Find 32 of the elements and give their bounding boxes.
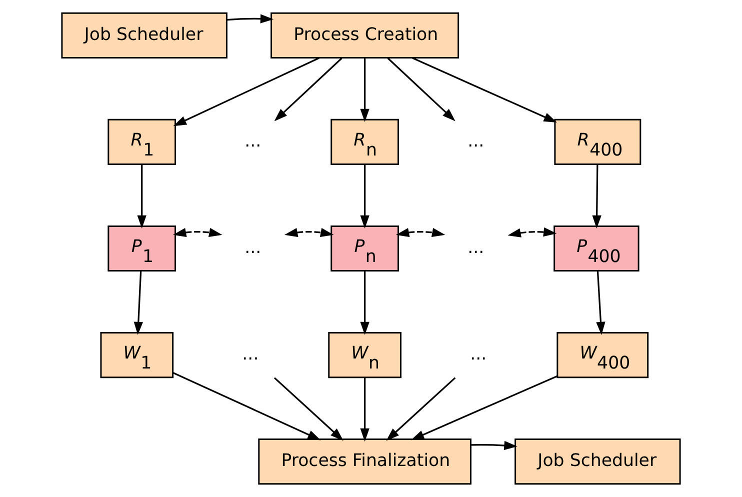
arrow	[360, 378, 370, 442]
arrow	[360, 164, 370, 229]
node-box: Job Scheduler	[514, 438, 681, 485]
arrow	[360, 58, 370, 122]
arrow	[284, 228, 334, 238]
node-text: ...	[242, 344, 259, 365]
arrow	[470, 440, 518, 450]
arrow	[410, 375, 558, 440]
arrow	[274, 58, 342, 122]
node-text: ...	[244, 132, 262, 152]
node-box: Process Creation	[270, 12, 460, 58]
node-text: ...	[244, 238, 262, 258]
arrow	[137, 164, 146, 229]
node-text: ...	[468, 132, 484, 152]
node-box: Process Finalization	[258, 438, 472, 485]
arrow	[596, 271, 606, 336]
arrow	[134, 271, 143, 336]
arrow	[360, 271, 370, 336]
arrow	[387, 58, 456, 122]
node-box: Job Scheduler	[61, 12, 228, 58]
node-text: ...	[470, 344, 487, 365]
arrow	[386, 377, 456, 441]
node-text: ...	[468, 238, 484, 258]
arrow	[172, 228, 222, 238]
arrow	[592, 164, 602, 229]
arrow	[172, 372, 321, 440]
arrow	[226, 14, 274, 24]
arrow	[173, 57, 320, 126]
arrow	[396, 228, 446, 238]
arrow	[508, 227, 557, 238]
arrow	[412, 57, 557, 123]
arrow	[274, 377, 344, 441]
